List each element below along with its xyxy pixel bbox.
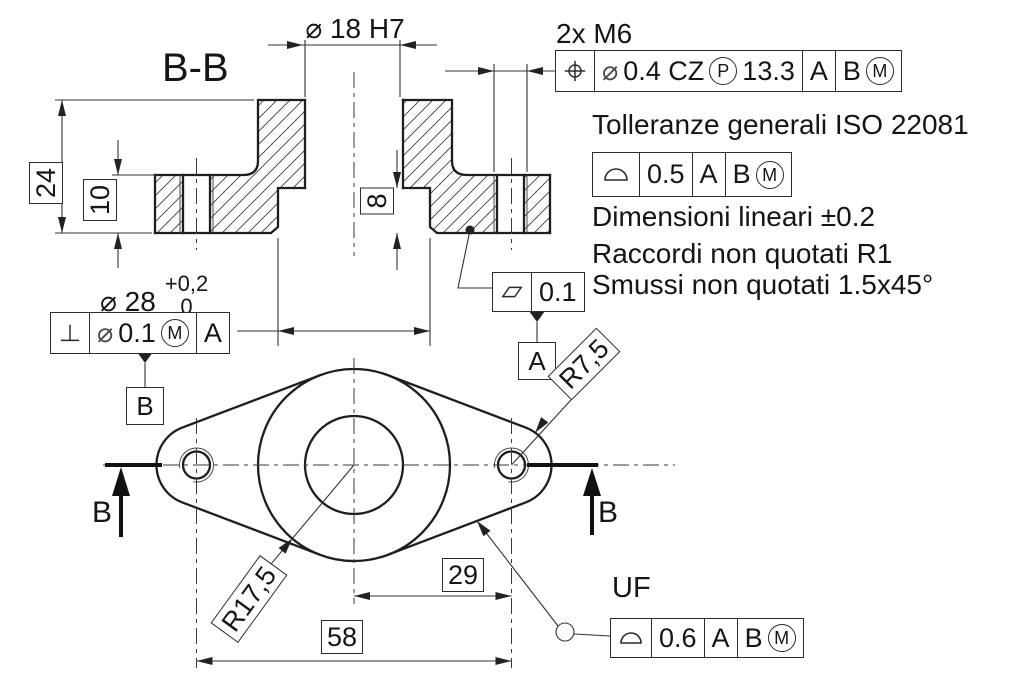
datum-letter: B <box>744 622 763 653</box>
datum-feature-b: B <box>126 387 164 425</box>
uf-label: UF <box>612 572 651 604</box>
counterbore-dia-label: ⌀ 28 <box>100 286 156 317</box>
section-hatching <box>155 100 550 233</box>
cut-label-b-right: B <box>598 496 619 529</box>
profile-of-surface-icon <box>611 619 651 657</box>
tol-upper: +0,2 <box>164 271 209 296</box>
fcf-general-profile-datum-b: B M <box>724 153 791 196</box>
fcf-position: ⌀ 0.4 CZ P 13.3 A B M <box>555 50 902 92</box>
fcf-general-profile: 0.5 A B M <box>592 152 792 197</box>
dim-hole-spacing-58: 58 <box>320 620 364 654</box>
section-title: B-B <box>162 46 229 90</box>
section-centerlines <box>196 72 512 256</box>
fcf-position-value: 0.4 CZ <box>623 55 705 86</box>
section-outline <box>153 98 552 235</box>
fcf-general-profile-datum-a: A <box>691 153 725 196</box>
fcf-flatness-value: 0.1 <box>531 273 584 311</box>
mmc-icon: M <box>865 57 894 85</box>
fcf-profile-uf: 0.6 A B M <box>610 618 804 658</box>
projected-tolerance-icon: P <box>709 57 738 85</box>
dim-bore-label: ⌀ 18 H7 <box>305 13 405 44</box>
section-arrow-left <box>112 467 130 496</box>
diameter-symbol: ⌀ <box>97 317 114 348</box>
plan-thread-circles <box>179 447 529 483</box>
uf-all-around-circle <box>555 622 575 642</box>
dim-height-24: 24 <box>29 161 63 205</box>
fcf-uf-datum-b: B M <box>736 619 803 657</box>
flange-tangent-lines <box>181 374 527 556</box>
datum-b-triangle <box>137 352 153 363</box>
fcf-perpendicularity: ⌀ 0.1 M A <box>50 312 230 354</box>
fcf-perp-tolerance: ⌀ 0.1 M <box>89 313 196 353</box>
fcf-general-profile-value: 0.5 <box>639 153 692 196</box>
dim-hole-offset-29: 29 <box>441 558 485 592</box>
mmc-icon: M <box>767 624 796 652</box>
fcf-uf-value: 0.6 <box>651 619 704 657</box>
fcf-uf-datum-a: A <box>703 619 737 657</box>
mmc-icon: M <box>755 160 784 189</box>
general-notes-title: Tolleranze generali ISO 22081 <box>592 109 969 140</box>
datum-letter: B <box>842 55 861 86</box>
fcf-perp-datum-a: A <box>195 313 229 353</box>
fcf-position-tolerance: ⌀ 0.4 CZ P 13.3 <box>594 51 802 91</box>
leader-dot <box>465 225 475 235</box>
note-chamfers: Smussi non quotati 1.5x45° <box>592 269 934 300</box>
fcf-position-datum-a: A <box>801 51 835 91</box>
note-linear-dims: Dimensioni lineari ±0.2 <box>592 201 876 232</box>
datum-a-triangle <box>529 311 545 322</box>
note-fillets: Raccordi non quotati R1 <box>592 238 893 269</box>
fcf-position-projected-length: 13.3 <box>742 55 795 86</box>
perpendicularity-icon <box>51 313 89 353</box>
dimension-arrowheads <box>58 41 549 665</box>
profile-of-surface-icon <box>593 153 639 196</box>
plan-view <box>103 358 675 668</box>
position-icon <box>556 51 594 91</box>
fcf-position-datum-b: B M <box>834 51 901 91</box>
dim-thickness-10: 10 <box>83 178 117 222</box>
section-thread-lines <box>179 175 528 233</box>
diameter-symbol: ⌀ <box>602 55 619 86</box>
mmc-icon: M <box>160 319 189 347</box>
fcf-perp-value: 0.1 <box>118 317 156 348</box>
section-arrow-right <box>583 468 601 496</box>
thread-callout-label: 2x M6 <box>556 18 633 49</box>
fcf-flatness: 0.1 <box>492 272 585 312</box>
counterbore-dim: ⌀ 28 +0,2 0 <box>100 272 208 318</box>
cut-label-b-left: B <box>92 496 113 529</box>
section-view <box>153 72 552 256</box>
flatness-icon <box>493 273 531 311</box>
uf-leader <box>476 520 611 637</box>
dim-cbore-depth-8: 8 <box>360 187 394 215</box>
datum-letter: B <box>732 159 751 189</box>
plan-centerlines <box>103 358 675 668</box>
flatness-leader <box>457 229 492 289</box>
section-cut-line <box>105 463 601 537</box>
